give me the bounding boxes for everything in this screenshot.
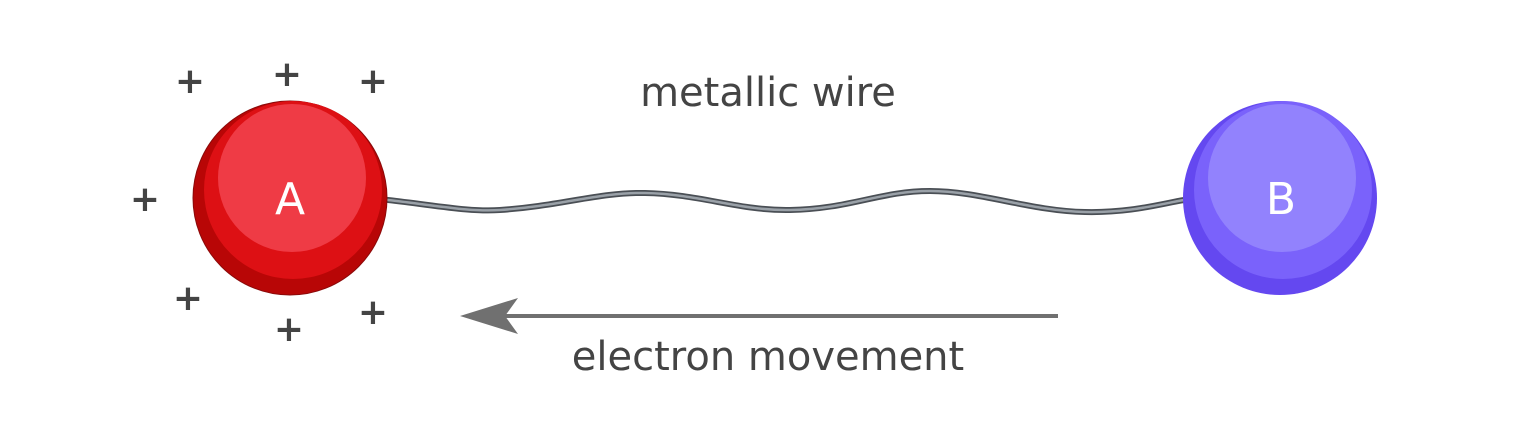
positive-charges: + + + + + + + (130, 54, 388, 350)
electron-movement-label: electron movement (572, 334, 964, 380)
sphere-a: A (192, 100, 388, 296)
plus-sign: + (358, 61, 388, 102)
plus-sign: + (173, 278, 203, 319)
sphere-a-label: A (275, 174, 305, 225)
sphere-b-label: B (1266, 174, 1296, 225)
sphere-b: B (1183, 101, 1377, 295)
electron-movement-arrow (460, 298, 1058, 334)
arrowhead-icon (460, 298, 518, 334)
plus-sign: + (272, 54, 302, 95)
plus-sign: + (358, 292, 388, 333)
metallic-wire-highlight (386, 189, 1186, 214)
wire-label: metallic wire (640, 70, 896, 116)
plus-sign: + (274, 309, 304, 350)
plus-sign: + (130, 179, 160, 220)
plus-sign: + (175, 61, 205, 102)
